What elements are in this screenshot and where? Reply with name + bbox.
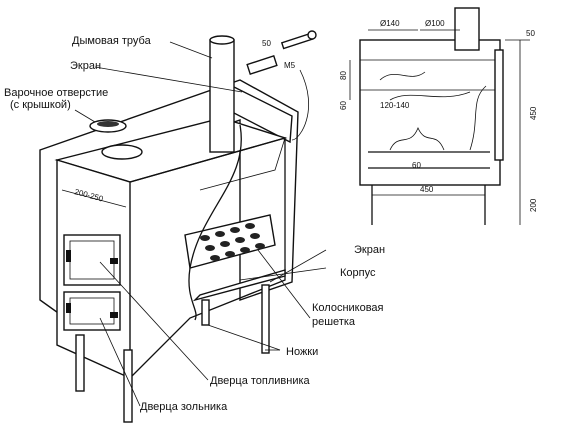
label-grate-2: решетка xyxy=(312,316,356,328)
label-screen-top: Экран xyxy=(70,60,101,72)
label-cooking-hole-2: (с крышкой) xyxy=(10,99,71,111)
label-screen-right: Экран xyxy=(354,244,385,256)
label-cooking-hole-1: Варочное отверстие xyxy=(4,87,108,99)
chimney xyxy=(209,35,235,153)
cooking-hole xyxy=(89,119,143,160)
label-ash-door: Дверца зольника xyxy=(140,401,228,413)
dim-left-80: 80 xyxy=(339,71,348,80)
fuel-door xyxy=(63,234,121,286)
stove-isometric: 200-250 xyxy=(39,35,299,423)
dim-gap-50: 50 xyxy=(526,29,535,38)
dim-bottom-60: 60 xyxy=(412,161,421,170)
label-grate-1: Колосниковая xyxy=(312,302,384,314)
bolt-detail: 50 M5 xyxy=(246,30,317,141)
dim-leg-200: 200 xyxy=(529,198,538,212)
label-body: Корпус xyxy=(340,267,376,279)
dim-d140: Ø140 xyxy=(380,19,400,28)
dim-bolt-size: M5 xyxy=(284,61,296,70)
dim-inner-120-140: 120-140 xyxy=(380,101,410,110)
grate xyxy=(184,214,276,269)
dim-bolt-length: 50 xyxy=(262,39,271,48)
leader-lines xyxy=(74,41,327,407)
labels: Дымовая труба Экран Варочное отверстие (… xyxy=(4,35,385,413)
dim-left-60: 60 xyxy=(339,101,348,110)
ash-door xyxy=(63,291,121,331)
dim-length-450: 450 xyxy=(420,185,434,194)
dim-height-450: 450 xyxy=(529,106,538,120)
label-legs: Ножки xyxy=(286,346,318,358)
label-chimney: Дымовая труба xyxy=(72,35,152,47)
label-fuel-door: Дверца топливника xyxy=(210,375,311,387)
dim-d100: Ø100 xyxy=(425,19,445,28)
legs xyxy=(75,284,270,423)
section-view: Ø140 Ø100 50 80 60 120-140 450 60 450 20… xyxy=(339,7,538,225)
